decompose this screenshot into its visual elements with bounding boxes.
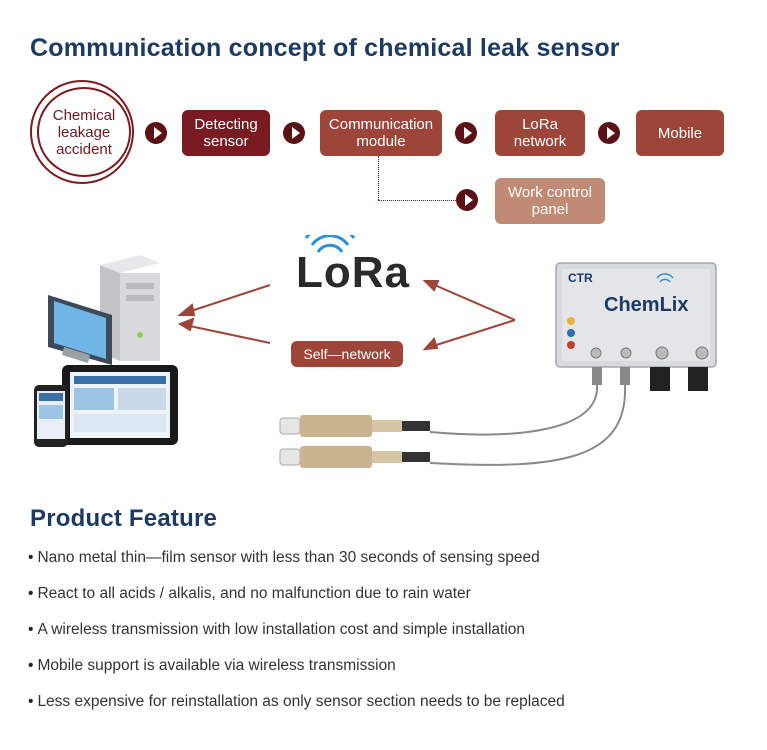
feature-item: Mobile support is available via wireless… xyxy=(28,656,565,692)
feature-item: A wireless transmission with low install… xyxy=(28,620,565,656)
phone-icon xyxy=(34,385,68,447)
flow-arrow-icon xyxy=(456,189,478,211)
lora-logo: LoRa xyxy=(296,248,410,297)
monitor-icon xyxy=(48,295,112,365)
server-icon xyxy=(100,255,160,361)
branch-line xyxy=(378,156,379,200)
device-brand-label: CTR xyxy=(568,271,593,285)
accident-label: Chemical leakage accident xyxy=(37,87,131,177)
flow-arrow-icon xyxy=(455,122,477,144)
detecting-sensor-box: Detecting sensor xyxy=(182,110,270,156)
flow-arrow-icon xyxy=(283,122,305,144)
accident-circle: Chemical leakage accident xyxy=(30,80,134,184)
sensor-cables xyxy=(429,384,627,466)
flow-arrow-icon xyxy=(598,122,620,144)
feature-list: Nano metal thin—film sensor with less th… xyxy=(28,548,565,728)
chemlix-device xyxy=(555,262,717,391)
wifi-icon xyxy=(304,235,356,253)
flow-diagram: Chemical leakage accident Detecting sens… xyxy=(0,0,767,240)
feature-item: React to all acids / alkalis, and no mal… xyxy=(28,584,565,620)
device-name-label: ChemLix xyxy=(604,294,689,316)
self-network-label: Self—network xyxy=(291,341,403,367)
signal-arrows xyxy=(177,280,516,351)
lora-network-box: LoRa network xyxy=(495,110,585,156)
mobile-box: Mobile xyxy=(636,110,724,156)
feature-item: Less expensive for reinstallation as onl… xyxy=(28,692,564,728)
work-control-panel-box: Work control panel xyxy=(495,178,605,224)
communication-module-box: Communication module xyxy=(320,110,442,156)
tablet-icon xyxy=(62,365,178,445)
sensor-probe xyxy=(279,446,430,468)
system-illustration xyxy=(34,235,717,468)
sensor-probe xyxy=(279,415,430,437)
feature-item: Nano metal thin—film sensor with less th… xyxy=(28,548,565,584)
flow-arrow-icon xyxy=(145,122,167,144)
feature-title: Product Feature xyxy=(30,505,218,532)
diagram-title: Communication concept of chemical leak s… xyxy=(30,34,620,62)
branch-line xyxy=(378,200,456,201)
